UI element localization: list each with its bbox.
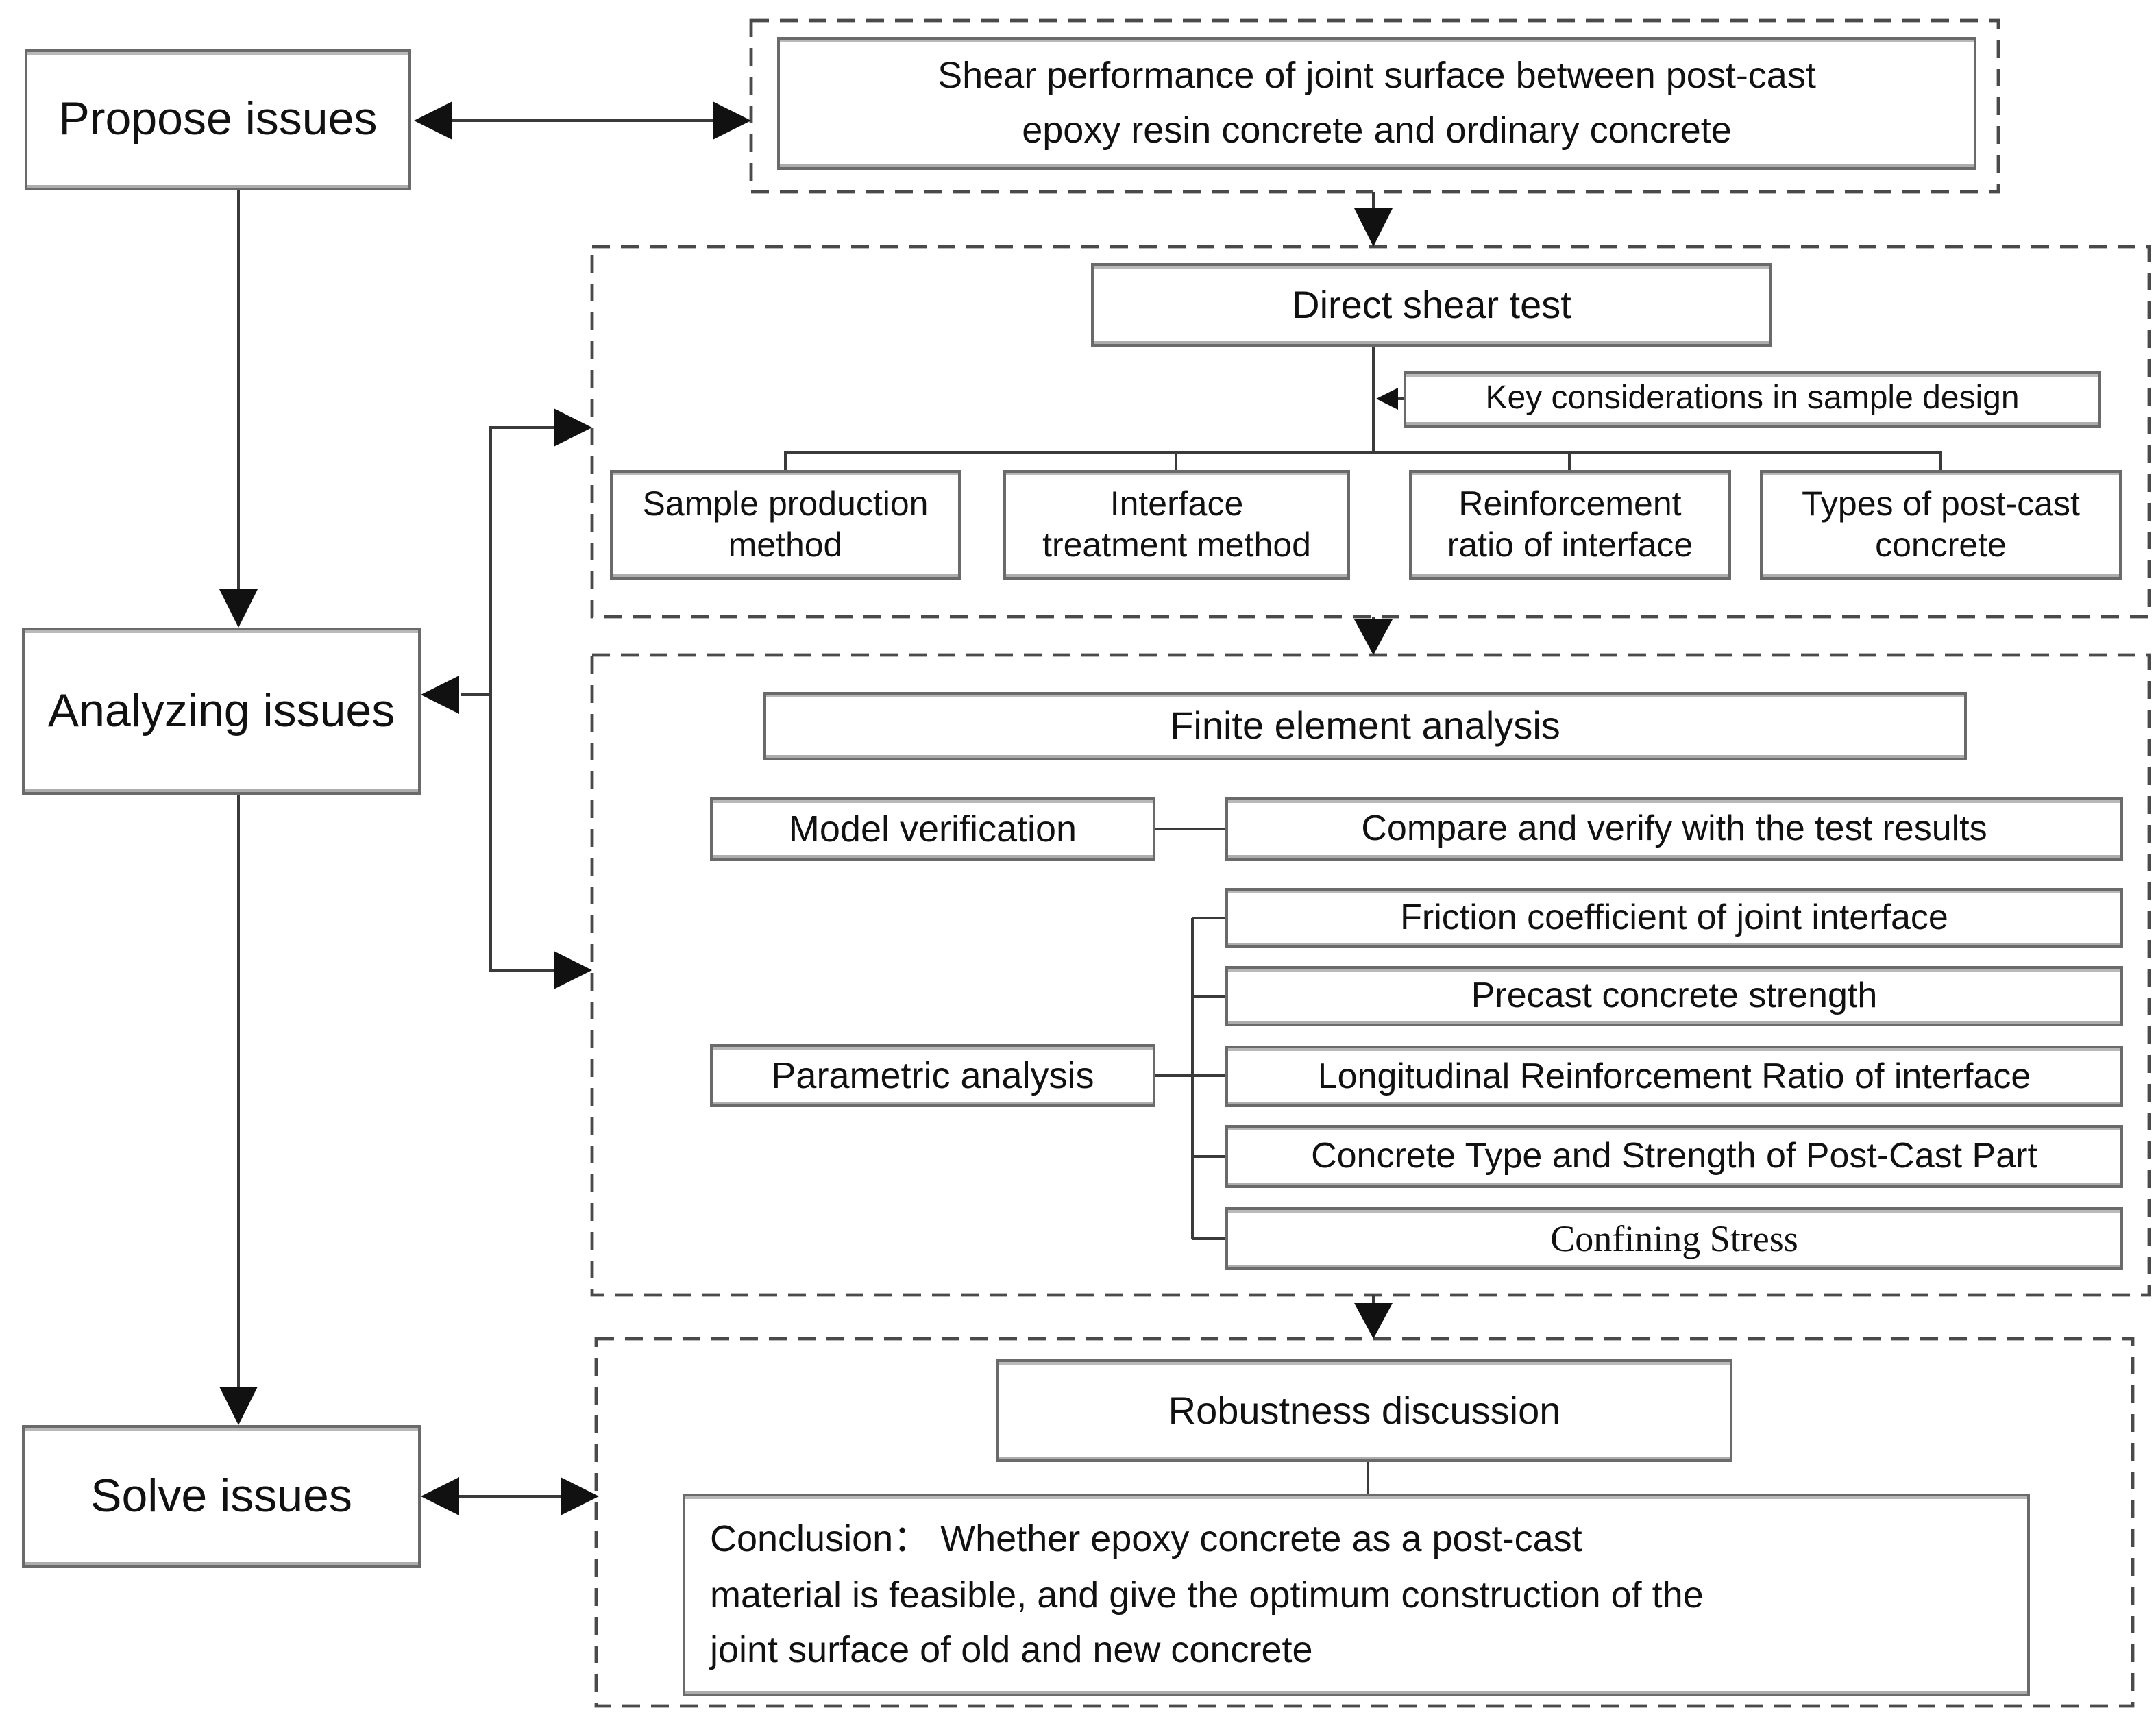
finite-element-analysis-box: Finite element analysis	[763, 692, 1967, 760]
arrowhead-bracket-to-fea	[554, 951, 592, 989]
arrowhead-bracket-to-analyzing	[421, 676, 459, 714]
arrowhead-into-solve	[219, 1387, 258, 1425]
arrowhead-fea-to-robustness	[1354, 1303, 1393, 1339]
direct-shear-dashed-frame	[590, 245, 2151, 619]
key-considerations-box: Key considerations in sample design	[1404, 371, 2101, 428]
factor-box-sample-production: Sample production method	[610, 470, 961, 580]
topic-dashed-frame	[749, 18, 2000, 194]
compare-verify-box: Compare and verify with the test results	[1225, 797, 2123, 861]
conclusion-box: Conclusion： Whether epoxy concrete as a …	[683, 1494, 2030, 1696]
analyzing-branch-bracket	[489, 426, 556, 972]
analyzing-issues-box: Analyzing issues	[22, 628, 421, 795]
arrowhead-topic-to-direct	[1354, 208, 1393, 247]
factor-box-interface-treatment: Interface treatment method	[1003, 470, 1350, 580]
arrowhead-into-analyzing	[219, 589, 258, 628]
param-box-friction-coefficient: Friction coefficient of joint interface	[1225, 888, 2123, 948]
solve-issues-box: Solve issues	[22, 1425, 421, 1568]
arrowhead-into-propose	[414, 101, 452, 140]
propose-issues-box: Propose issues	[25, 49, 411, 190]
topic-title-box: Shear performance of joint surface betwe…	[777, 37, 1976, 170]
param-box-concrete-type-strength: Concrete Type and Strength of Post-Cast …	[1225, 1125, 2123, 1188]
arrowhead-into-topic	[713, 101, 751, 140]
parametric-analysis-box: Parametric analysis	[710, 1044, 1155, 1107]
arrowhead-into-robustness	[561, 1477, 599, 1516]
model-verification-box: Model verification	[710, 797, 1155, 861]
param-box-precast-strength: Precast concrete strength	[1225, 966, 2123, 1026]
arrowhead-bracket-to-direct	[554, 408, 592, 447]
factors-distributor-line	[784, 451, 1942, 470]
factor-box-reinforcement-ratio: Reinforcement ratio of interface	[1409, 470, 1731, 580]
factor-box-post-cast-types: Types of post-cast concrete	[1760, 470, 2122, 580]
param-box-longitudinal-ratio: Longitudinal Reinforcement Ratio of inte…	[1225, 1046, 2123, 1107]
arrowhead-key-considerations	[1376, 388, 1398, 410]
arrowhead-direct-to-fea	[1354, 619, 1393, 655]
param-box-confining-stress: Confining Stress	[1225, 1207, 2123, 1270]
arrowhead-into-solve-side	[421, 1477, 459, 1516]
fea-dashed-frame	[590, 653, 2151, 1297]
direct-shear-test-box: Direct shear test	[1091, 263, 1772, 347]
robustness-discussion-box: Robustness discussion	[996, 1359, 1732, 1462]
